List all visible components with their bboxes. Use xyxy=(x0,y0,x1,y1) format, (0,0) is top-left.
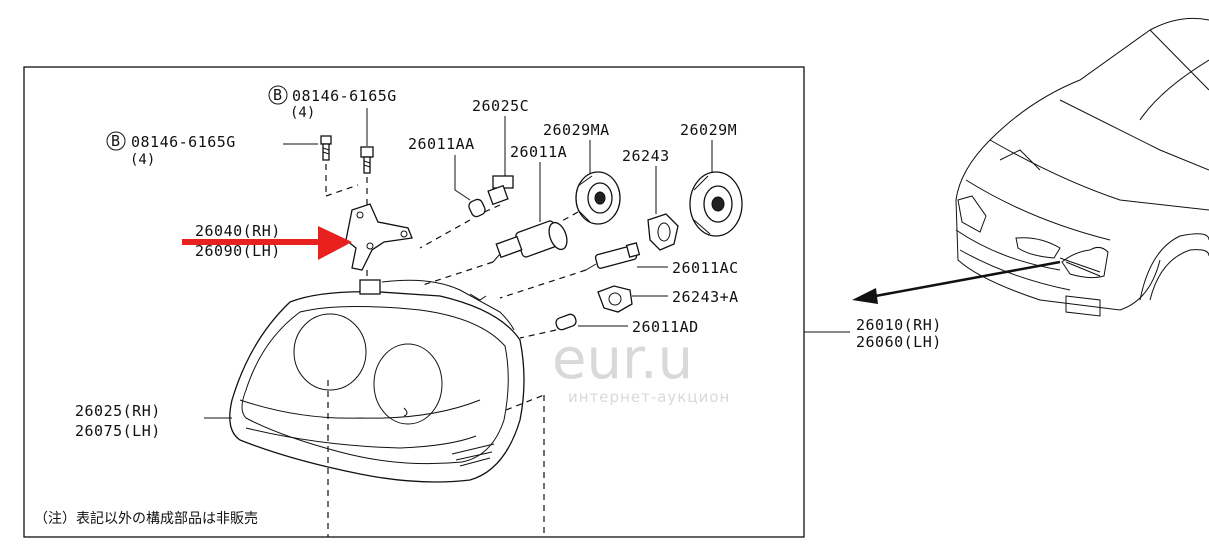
bolt-icon xyxy=(320,135,332,161)
label-26011AC: 26011AC xyxy=(672,259,739,277)
bolt-icon xyxy=(360,146,374,174)
small-wedge-bulb xyxy=(555,313,577,331)
diagram-frame xyxy=(23,66,805,538)
label-26243A: 26243+A xyxy=(672,288,739,306)
headlamp-bulb xyxy=(492,220,568,263)
label-bracket-lh: 26090(LH) xyxy=(195,242,281,260)
mounting-bracket xyxy=(345,203,413,271)
footnote: （注）表記以外の構成部品は非販売 xyxy=(34,510,258,527)
watermark-subtitle: интернет-аукцион xyxy=(568,388,730,406)
headlamp-assembly xyxy=(229,279,525,483)
wedge-bulb-small xyxy=(468,198,486,218)
label-bolt-left: 08146-6165G xyxy=(131,133,236,151)
high-beam-bulb xyxy=(585,242,641,271)
red-arrow-icon xyxy=(182,226,352,260)
bulb-cap-m xyxy=(689,171,743,237)
black-arrow-icon xyxy=(852,260,1061,304)
bolt-marker-left: B xyxy=(106,131,126,151)
label-26029MA: 26029MA xyxy=(543,121,610,139)
bolt-marker-top: B xyxy=(268,85,288,105)
bulb-clip xyxy=(647,213,679,251)
label-bolt-left-qty: (4) xyxy=(130,152,155,168)
label-bolt-top-qty: (4) xyxy=(290,105,315,121)
vehicle-illustration xyxy=(955,17,1209,317)
label-26243: 26243 xyxy=(622,147,670,165)
label-assy-rh: 26010(RH) xyxy=(856,316,942,334)
side-marker-socket xyxy=(487,175,514,206)
label-26011AD: 26011AD xyxy=(632,318,699,336)
label-bracket-rh: 26040(RH) xyxy=(195,222,281,240)
bulb-cap-ma xyxy=(575,171,621,225)
label-bolt-top: 08146-6165G xyxy=(292,87,397,105)
label-26011AA: 26011AA xyxy=(408,135,475,153)
label-assy-lh: 26060(LH) xyxy=(856,333,942,351)
label-lens-rh: 26025(RH) xyxy=(75,402,161,420)
label-lens-lh: 26075(LH) xyxy=(75,422,161,440)
watermark-logo: eur.u xyxy=(552,327,693,392)
label-26025C: 26025C xyxy=(472,97,529,115)
label-26029M: 26029M xyxy=(680,121,737,139)
clip-bracket xyxy=(597,285,633,313)
svg-text:B: B xyxy=(111,132,121,150)
label-26011A: 26011A xyxy=(510,143,567,161)
svg-text:B: B xyxy=(273,86,283,104)
